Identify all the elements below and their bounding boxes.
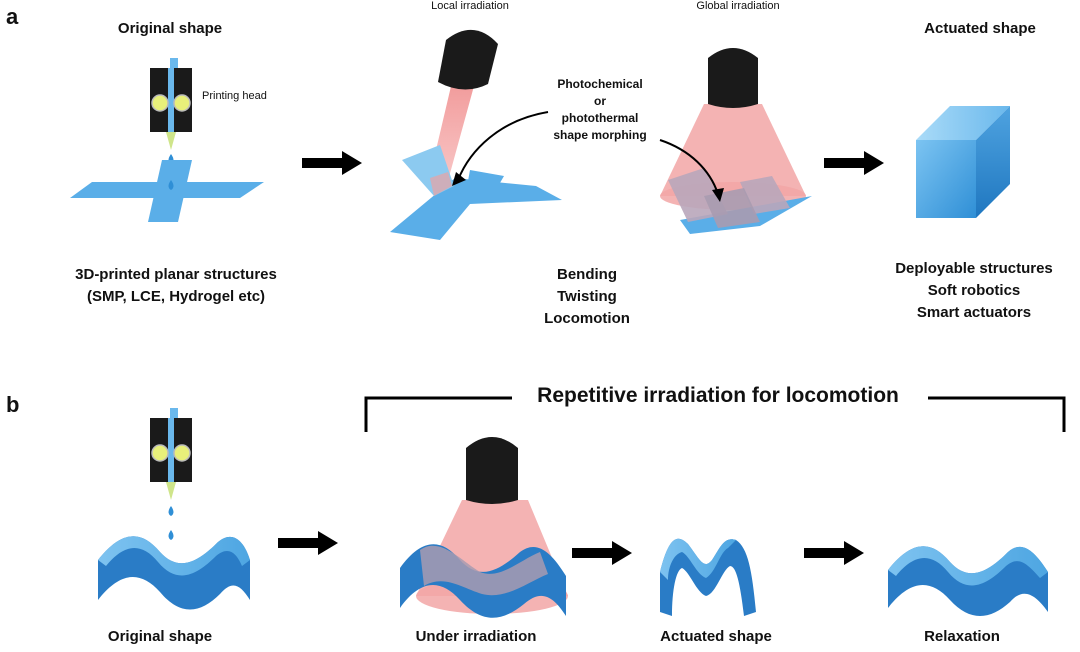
applications-caption-line-1: Deployable structures <box>895 260 1053 277</box>
morphing-pointer-arrow-1 <box>457 111 549 181</box>
wavy-strip-relaxed <box>888 546 1048 616</box>
morphing-label-line-1: Photochemical <box>557 77 643 91</box>
caption-original-shape: Original shape <box>107 628 213 645</box>
motions-caption-line-3: Locomotion <box>544 310 630 327</box>
process-arrow-4 <box>572 541 632 565</box>
applications-caption-line-3: Smart actuators <box>916 304 1032 321</box>
planar-caption-line-1: 3D-printed planar structures <box>75 266 277 283</box>
wavy-strip-original <box>98 536 250 610</box>
panel-label-b: b <box>6 392 20 417</box>
actuated-shape-title: Actuated shape <box>924 20 1036 37</box>
planar-caption-line-2: (SMP, LCE, Hydrogel etc) <box>86 288 266 305</box>
actuated-cube <box>916 106 1010 218</box>
morphing-label-line-2: or <box>594 94 606 108</box>
global-irradiation-title: Global irradiation <box>696 0 780 12</box>
planar-caption: 3D-printed planar structures (SMP, LCE, … <box>75 264 277 308</box>
morphing-label-line-3: photothermal <box>561 111 639 125</box>
repetition-bracket <box>364 396 1066 432</box>
repetition-banner: Repetitive irradiation for locomotion <box>537 384 899 407</box>
caption-relaxation: Relaxation <box>924 628 1000 645</box>
process-arrow-2 <box>824 151 884 175</box>
applications-caption-line-2: Soft robotics <box>927 282 1021 299</box>
wavy-strip-irradiated <box>400 544 566 618</box>
panel-label-a: a <box>6 4 19 29</box>
local-irradiation-title: Local irradiation <box>431 0 509 12</box>
planar-cross-sheet <box>70 160 264 222</box>
motions-caption-line-2: Twisting <box>557 288 617 305</box>
actuated-m-strip <box>660 538 756 616</box>
original-shape-title: Original shape <box>117 20 223 37</box>
morphing-pointer-arrow-2 <box>659 139 719 195</box>
process-arrow-1 <box>302 151 362 175</box>
printing-head-b <box>150 408 192 540</box>
morphing-label: Photochemical or photothermal shape morp… <box>553 76 646 144</box>
process-arrow-3 <box>278 531 338 555</box>
caption-actuated-shape: Actuated shape <box>660 628 772 645</box>
printing-head-label: Printing head <box>202 90 267 102</box>
motions-caption: Bending Twisting Locomotion <box>544 264 630 330</box>
locally-bent-sheet <box>390 145 562 240</box>
applications-caption: Deployable structures Soft robotics Smar… <box>895 258 1053 324</box>
motions-caption-line-1: Bending <box>556 266 617 283</box>
process-arrow-5 <box>804 541 864 565</box>
caption-under-irradiation: Under irradiation <box>415 628 537 645</box>
morphing-label-line-4: shape morphing <box>553 128 647 142</box>
